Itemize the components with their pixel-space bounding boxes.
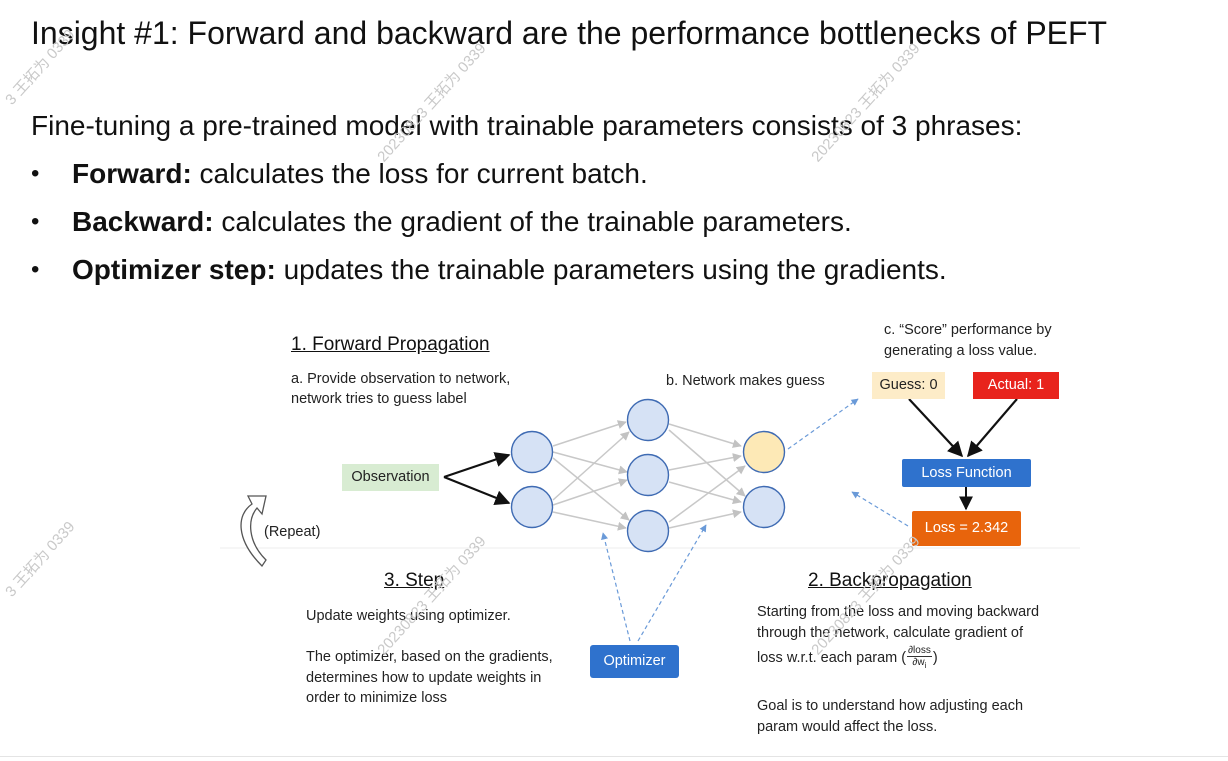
bullet-term: Backward: [72, 206, 214, 237]
hidden-node-3 [626, 509, 670, 553]
output-node-2 [742, 485, 786, 529]
bullet-dot: • [31, 160, 40, 187]
bullet-term: Optimizer step: [72, 254, 276, 285]
hidden-node-1 [626, 398, 670, 442]
goal-line2: param would affect the loss. [757, 719, 938, 735]
repeat-label: (Repeat) [264, 524, 321, 540]
backprop-desc-close: ) [932, 649, 938, 666]
backprop-desc-line3: loss w.r.t. each param (∂loss∂wi) [757, 645, 938, 671]
forward-desc-line2: network tries to guess label [291, 391, 467, 407]
step-desc-line3: determines how to update weights in [306, 670, 542, 686]
repeat-arrow-icon [240, 495, 267, 568]
score-label-line1: c. “Score” performance by [884, 322, 1052, 338]
observation-box: Observation [342, 464, 439, 491]
bullet-dot: • [31, 256, 40, 283]
observation-arrow-top [443, 452, 511, 479]
backprop-desc-line1: Starting from the loss and moving backwa… [757, 604, 1040, 620]
bullet-backward: • Backward: calculates the gradient of th… [31, 204, 947, 252]
bullet-text: calculates the loss for current batch. [191, 158, 648, 189]
fraction-denominator-base: ∂w [912, 657, 925, 668]
bullet-term: Forward: [72, 158, 192, 189]
goal-line1: Goal is to understand how adjusting each [757, 698, 1024, 714]
bullet-dot: • [31, 208, 40, 235]
fraction-denominator: ∂wi [907, 657, 932, 671]
actual-to-loss-arrow [966, 398, 1018, 458]
forward-desc-line1: a. Provide observation to network, [291, 371, 511, 387]
backprop-heading: 2. Backpropagation [808, 570, 972, 591]
network-guess-label: b. Network makes guess [666, 373, 825, 389]
loss-value-box: Loss = 2.342 [912, 511, 1021, 546]
gradient-fraction: ∂loss∂wi [907, 645, 932, 671]
bullet-optimizer-step: • Optimizer step: updates the trainable p… [31, 252, 947, 300]
observation-arrow-bottom [443, 475, 511, 506]
forward-heading: 1. Forward Propagation [291, 334, 490, 355]
backprop-desc-text: loss w.r.t. each param ( [757, 649, 907, 666]
step-desc-line2: The optimizer, based on the gradients, [306, 649, 553, 665]
backprop-desc-line2: through the network, calculate gradient … [757, 625, 1023, 641]
step-desc-line4: order to minimize loss [306, 690, 448, 706]
fraction-numerator: ∂loss [907, 645, 932, 657]
slide-intro: Fine-tuning a pre-trained model with tra… [31, 110, 1023, 141]
network-nodes [510, 398, 786, 553]
bullet-forward: • Forward: calculates the loss for curren… [31, 156, 947, 204]
fraction-denominator-sub: i [924, 661, 927, 670]
guess-dashed-arrow [787, 398, 859, 450]
connections-2-3 [668, 423, 746, 529]
optimizer-box: Optimizer [590, 645, 679, 678]
loss-function-box: Loss Function [902, 459, 1031, 487]
guess-box: Guess: 0 [872, 372, 945, 399]
step-desc-line1: Update weights using optimizer. [306, 608, 511, 624]
connections-1-2 [552, 420, 630, 531]
score-label-line2: generating a loss value. [884, 343, 1038, 359]
bullet-list: • Forward: calculates the loss for curren… [31, 156, 947, 300]
step-heading: 3. Step [384, 570, 445, 591]
backprop-dashed-arrow [851, 491, 909, 527]
bullet-text: calculates the gradient of the trainable… [213, 206, 852, 237]
optimizer-dashed-arrow-left [601, 532, 631, 642]
bottom-divider [0, 756, 1228, 757]
slide-title: Insight #1: Forward and backward are the… [31, 15, 1108, 51]
bullet-text: updates the trainable parameters using t… [275, 254, 947, 285]
output-node-guess [742, 430, 786, 474]
hidden-node-2 [626, 453, 670, 497]
input-node-1 [510, 430, 554, 474]
actual-box: Actual: 1 [973, 372, 1059, 399]
guess-to-loss-arrow [908, 398, 964, 458]
optimizer-dashed-arrow-right [637, 524, 707, 642]
input-node-2 [510, 485, 554, 529]
